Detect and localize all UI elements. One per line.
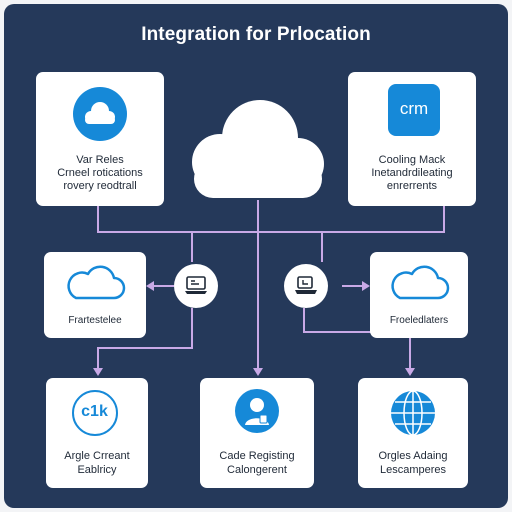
connector-right-down — [303, 308, 411, 372]
bottom-right-card-line2: Lescamperes — [379, 464, 447, 476]
arrowhead-right-card — [362, 281, 370, 291]
diagram-frame: Integration for Prlocation — [4, 4, 508, 508]
connector-top-bus — [97, 206, 445, 233]
cloud-icon — [73, 87, 127, 141]
crm-icon: crm — [388, 84, 440, 136]
top-left-card: Var Reles Crneel rotications rovery reod… — [36, 72, 164, 206]
bottom-center-card: Cade Registing Calongerent — [200, 378, 314, 488]
crm-icon-text: crm — [399, 99, 429, 118]
connector-lines — [93, 200, 445, 376]
connector-left-down — [97, 308, 193, 372]
c1k-badge-text: c1k — [81, 403, 108, 420]
mid-right-card-label: Froeledlaters — [389, 315, 449, 326]
bottom-left-card-line2: Eablricy — [77, 464, 117, 476]
arrowhead-bottom-center — [253, 368, 263, 376]
top-right-card-line3: enrerrents — [386, 180, 438, 192]
cloud-outline-icon — [67, 265, 126, 300]
top-right-card-line1: Cooling Mack — [378, 154, 446, 166]
bottom-left-card: c1k Argle Crreant Eablricy — [46, 378, 148, 488]
arrowhead-bottom-left — [93, 368, 103, 376]
mid-left-card: Frartestelee — [44, 252, 146, 338]
arrowhead-left-card — [146, 281, 154, 291]
bottom-left-card-line1: Argle Crreant — [64, 450, 130, 462]
bottom-center-card-line1: Cade Registing — [219, 450, 295, 462]
top-right-card: crm Cooling Mack Inetandrdileating enrer… — [348, 72, 476, 206]
center-cloud-icon — [192, 100, 324, 198]
arrowhead-bottom-right — [405, 368, 415, 376]
top-left-card-line3: rovery reodtrall — [63, 180, 137, 192]
top-right-card-line2: Inetandrdileating — [371, 167, 453, 179]
globe-icon — [391, 390, 435, 436]
bottom-right-card-line1: Orgles Adaing — [378, 450, 448, 462]
top-left-card-line1: Var Reles — [76, 154, 124, 166]
mid-left-node — [174, 264, 218, 308]
laptop-icon — [185, 276, 207, 294]
mid-left-card-label: Frartestelee — [68, 315, 122, 326]
bottom-right-card: Orgles Adaing Lescamperes — [358, 378, 468, 488]
mid-right-card: Froeledlaters — [370, 252, 468, 338]
diagram-title: Integration for Prlocation — [141, 24, 371, 45]
user-icon — [235, 389, 279, 433]
laptop-icon — [295, 276, 317, 294]
bottom-center-card-line2: Calongerent — [227, 464, 287, 476]
mid-right-node — [284, 264, 328, 308]
c1k-badge-icon: c1k — [72, 390, 118, 436]
cloud-outline-icon — [391, 265, 450, 300]
top-left-card-line2: Crneel rotications — [57, 167, 143, 179]
